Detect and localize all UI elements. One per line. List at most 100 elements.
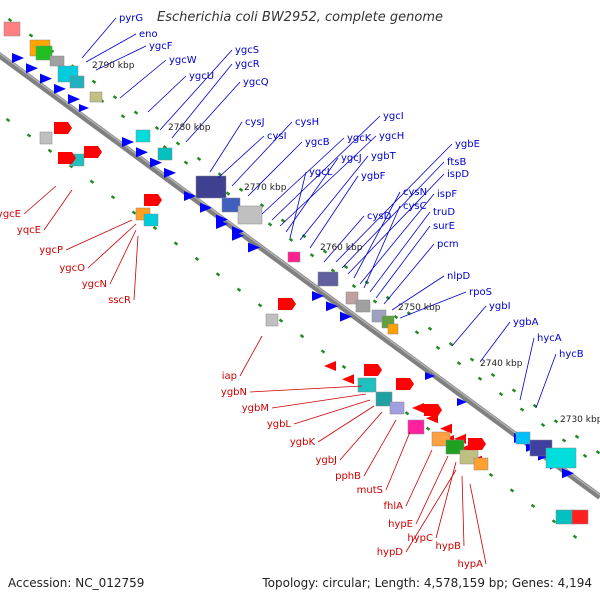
leader-line	[536, 354, 556, 408]
leader-line	[86, 34, 136, 62]
minus-gene-label: ygcE	[0, 209, 21, 220]
leader-line	[44, 190, 72, 230]
plus-gene-label: ygcK	[347, 133, 372, 144]
minus-gene-label: hypC	[407, 533, 433, 544]
plus-gene-label: surE	[433, 221, 455, 232]
leader-line	[520, 338, 534, 400]
feature-box	[70, 76, 84, 88]
tick-mark	[511, 489, 514, 491]
minus-strand-arrow	[324, 361, 336, 371]
tick-mark	[429, 328, 432, 330]
plus-strand-arrow	[164, 168, 176, 178]
tick-mark	[374, 300, 377, 302]
plus-gene-label: ftsB	[447, 157, 466, 168]
tick-mark	[114, 96, 117, 98]
plus-gene-label: ygcU	[189, 71, 214, 82]
feature-box	[572, 510, 588, 524]
minus-strand-feature	[144, 194, 162, 206]
tick-mark	[175, 242, 178, 244]
gene-label-layer: pyrGenoygcFygcWygcUygcSygcRygcQcysJcysIc…	[0, 13, 584, 570]
minus-strand-arrow	[412, 403, 424, 413]
plus-gene-label: pcm	[437, 239, 459, 250]
minus-strand-feature	[396, 378, 414, 390]
tick-mark	[492, 374, 495, 376]
tick-mark	[282, 220, 285, 222]
minus-strand-feature	[278, 298, 296, 310]
plus-gene-label: cysI	[267, 131, 287, 142]
tick-mark	[345, 266, 348, 268]
leader-line	[452, 306, 486, 346]
leader-line	[210, 122, 242, 172]
plus-gene-label: cysJ	[245, 117, 265, 128]
genome-summary-text: Topology: circular; Length: 4,578,159 bp…	[262, 576, 592, 590]
plus-gene-label: ygcW	[169, 55, 197, 66]
minus-gene-label: iap	[222, 371, 237, 382]
leader-line	[470, 484, 486, 564]
tick-mark	[322, 350, 325, 352]
tick-mark	[532, 505, 535, 507]
tick-mark	[154, 227, 157, 229]
plus-gene-label: cysN	[403, 187, 427, 198]
plus-gene-label: ygcH	[379, 131, 404, 142]
feature-box	[556, 510, 574, 524]
minus-gene-label: ygbJ	[315, 455, 337, 466]
feature-box	[516, 432, 530, 444]
tick-mark	[217, 273, 220, 275]
kbp-label: 2760 kbp	[320, 243, 363, 253]
tick-mark	[112, 196, 115, 198]
minus-gene-label: ygbN	[221, 387, 247, 398]
tick-mark	[500, 393, 503, 395]
plus-gene-label: ygcL	[309, 167, 333, 178]
plus-gene-label: eno	[139, 29, 158, 40]
tick-mark	[156, 127, 159, 129]
plus-gene-label: ygcQ	[243, 77, 269, 88]
plus-gene-label: ygbA	[513, 317, 539, 328]
leader-line	[480, 322, 510, 362]
tick-mark	[301, 335, 304, 337]
tick-mark	[7, 119, 10, 121]
feature-box	[288, 252, 300, 262]
leader-line	[134, 236, 138, 300]
leader-line	[66, 220, 132, 250]
leader-line	[462, 476, 464, 546]
tick-mark	[238, 289, 241, 291]
minus-strand-feature	[364, 364, 382, 376]
feature-box	[408, 420, 424, 434]
tick-mark	[584, 455, 587, 457]
tick-mark	[437, 347, 440, 349]
tick-mark	[597, 451, 600, 453]
minus-strand-feature	[424, 404, 442, 416]
minus-gene-label: mutS	[357, 485, 383, 496]
plus-gene-label: ispF	[437, 189, 457, 200]
plus-gene-label: ygbI	[489, 301, 511, 312]
feature-box	[222, 198, 240, 212]
plus-gene-label: ispD	[447, 169, 469, 180]
feature-box	[136, 130, 150, 142]
tick-mark	[450, 343, 453, 345]
tick-mark	[91, 181, 94, 183]
feature-box	[196, 176, 226, 198]
tick-mark	[563, 439, 566, 441]
kbp-label: 2730 kbp	[560, 415, 600, 425]
tick-mark	[93, 81, 96, 83]
tick-mark	[133, 212, 136, 214]
tick-mark	[513, 389, 516, 391]
plus-strand-arrow	[40, 74, 52, 84]
leader-line	[348, 174, 444, 274]
tick-mark	[574, 536, 577, 538]
tick-mark	[395, 316, 398, 318]
feature-box	[356, 300, 370, 312]
leader-line	[240, 336, 262, 376]
leader-line	[186, 82, 240, 142]
tick-mark	[198, 158, 201, 160]
tick-mark	[534, 405, 537, 407]
leader-line	[370, 212, 430, 292]
plus-gene-label: ygcR	[235, 59, 260, 70]
minus-gene-label: sscR	[108, 295, 131, 306]
plus-gene-label: ygcJ	[341, 153, 362, 164]
plus-gene-label: cysH	[295, 117, 319, 128]
plus-gene-label: ygbE	[455, 139, 480, 150]
tick-mark	[49, 150, 52, 152]
